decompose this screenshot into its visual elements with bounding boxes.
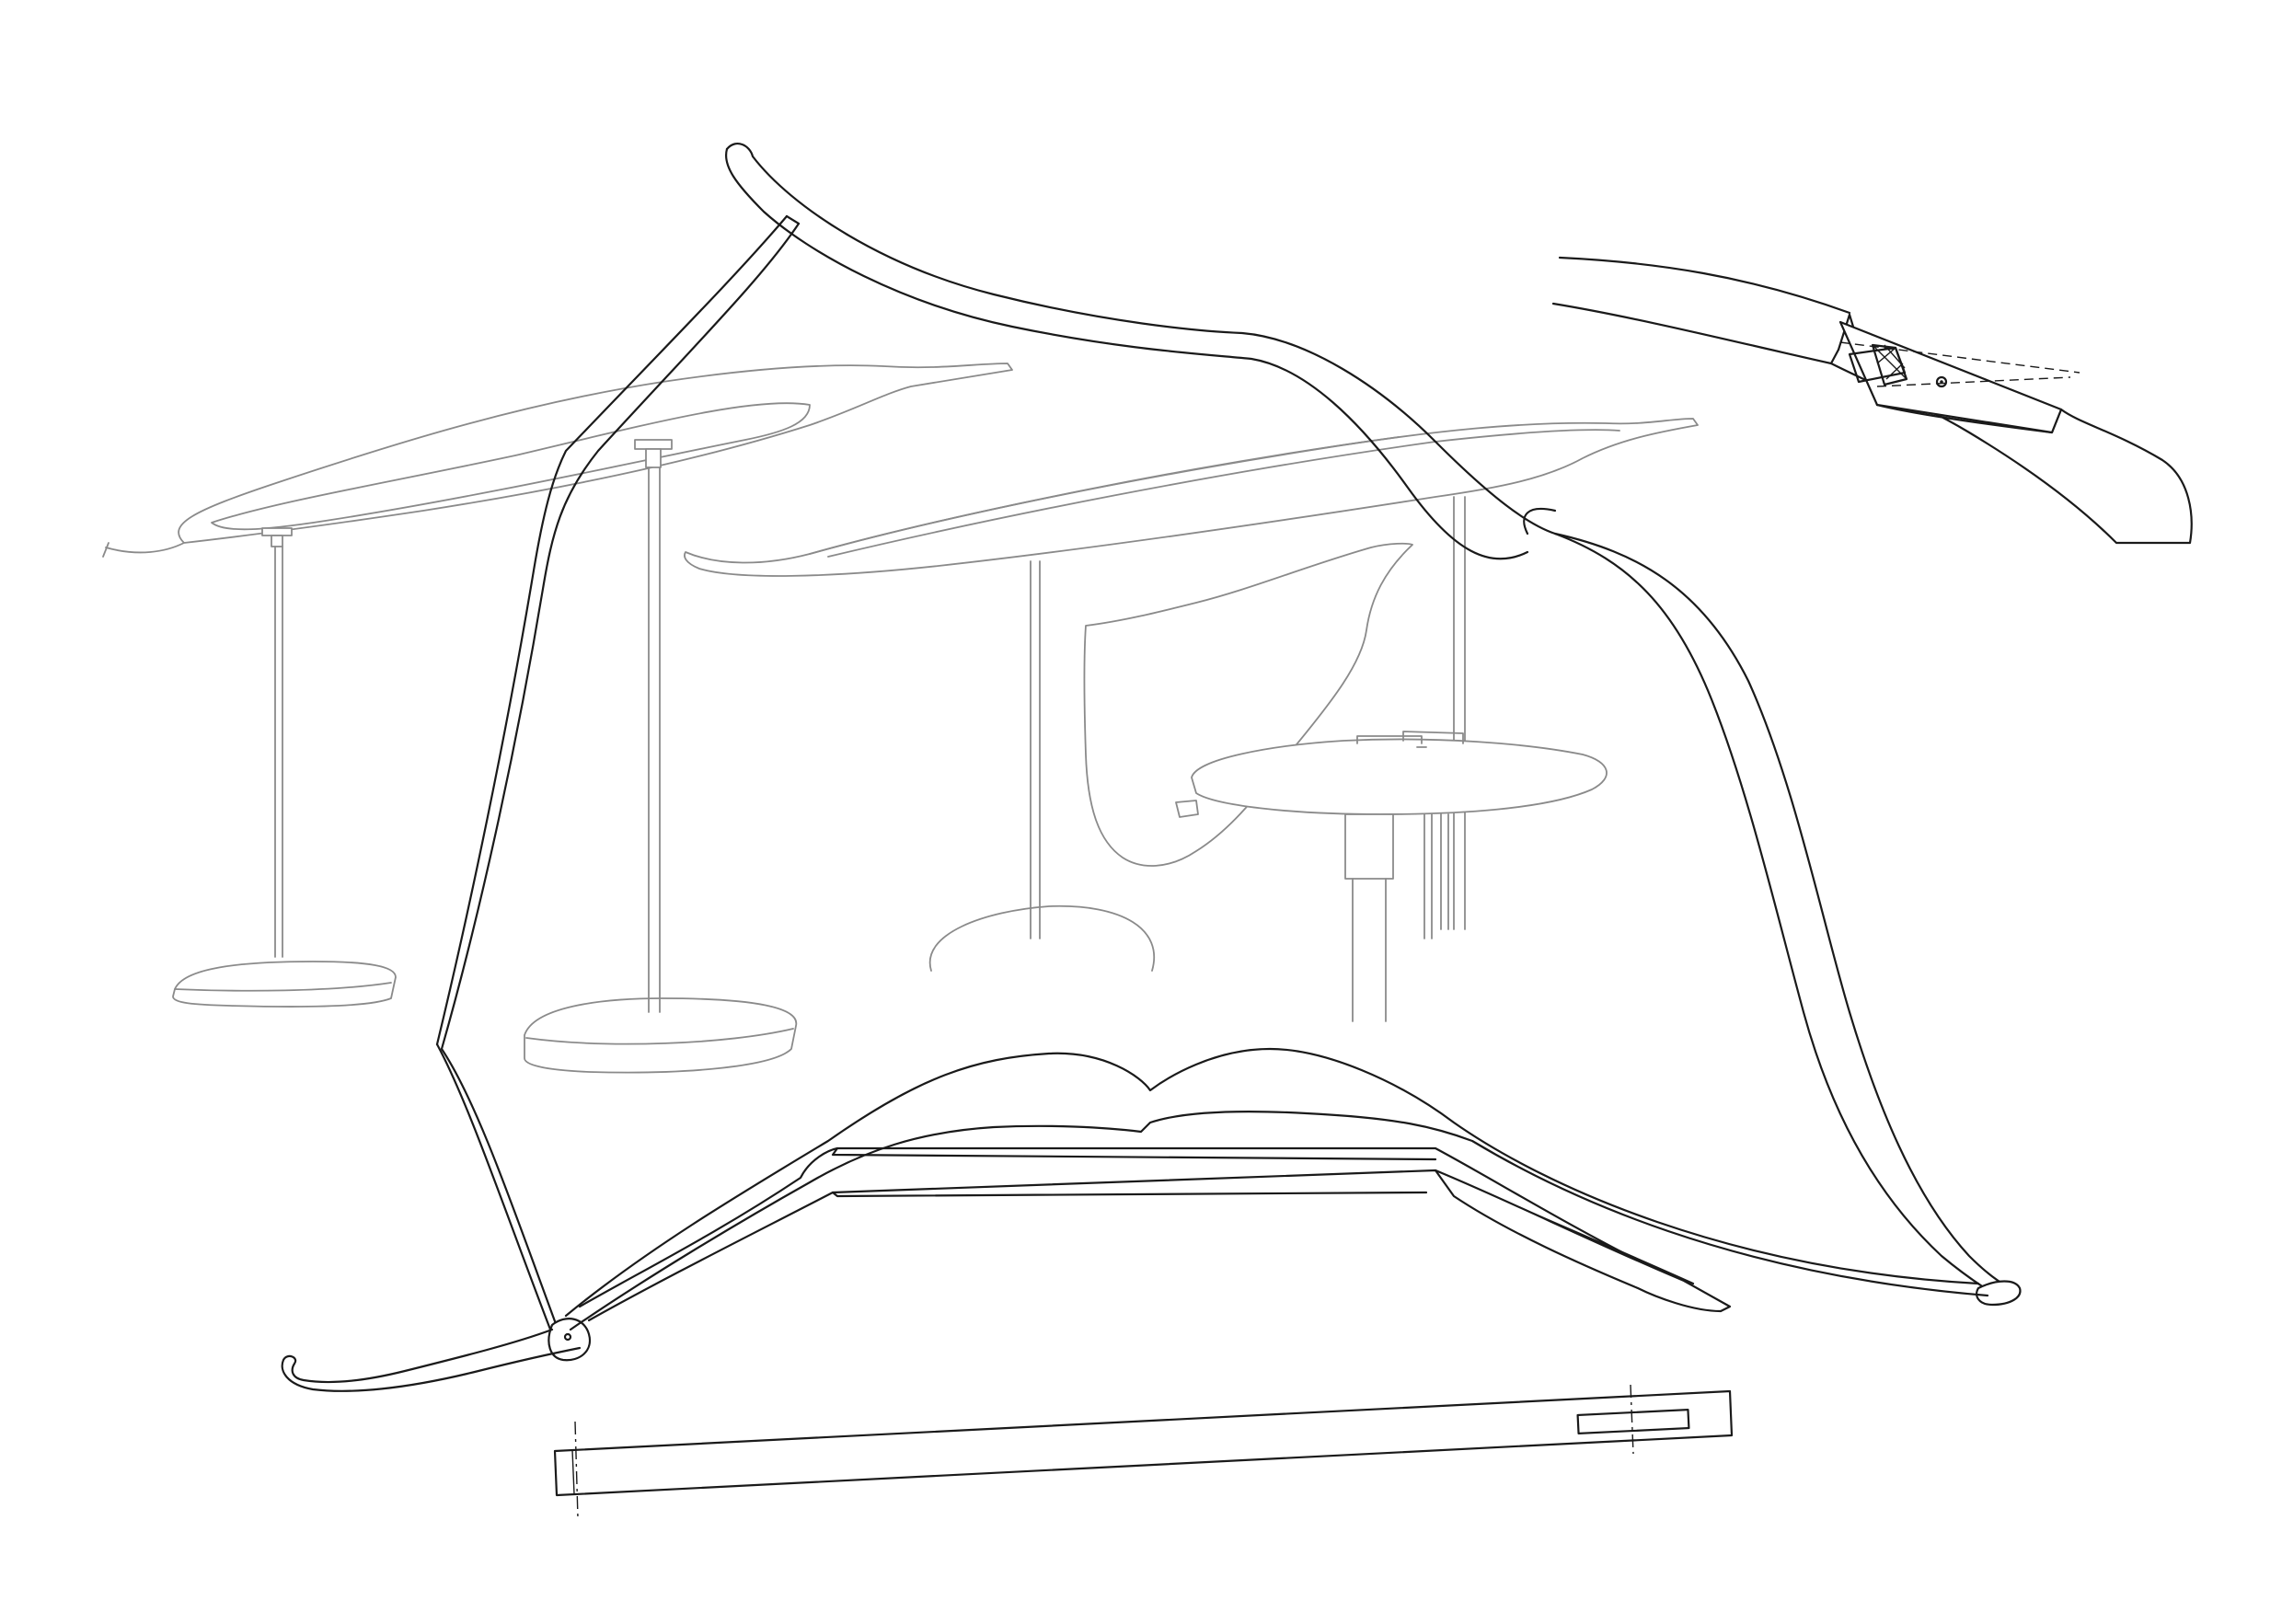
joint-detail bbox=[1551, 256, 2193, 545]
bent-frame bbox=[281, 142, 2022, 1392]
flat-bar-detail bbox=[553, 1384, 1734, 1519]
table-left bbox=[102, 363, 1013, 1008]
hanging-panel bbox=[1083, 542, 1413, 867]
table-right bbox=[524, 439, 798, 1074]
table-middle bbox=[684, 418, 1699, 972]
high-table bbox=[1191, 731, 1608, 1022]
